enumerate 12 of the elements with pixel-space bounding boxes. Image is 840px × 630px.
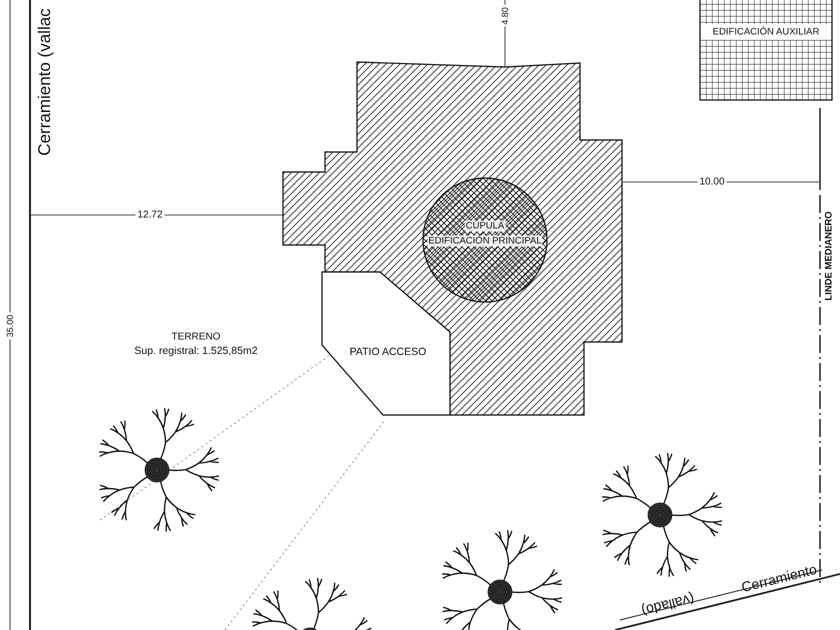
dimension-label: 35.00 [5, 312, 15, 340]
building-label: EDIFICACIÓN AUXILIAR [712, 26, 820, 38]
fence-label: Cerramiento (vallac [35, 8, 55, 156]
cupola-label: CÚPULA [464, 220, 506, 232]
dimension-label: 4.80 [500, 5, 510, 27]
building-label: EDIFICACIÓN PRINCIPAL [427, 236, 543, 246]
patio-label: PATIO ACCESO [350, 346, 426, 358]
area-label: Sup. registral: 1.525,85m2 [134, 345, 258, 357]
dimension-label: 10.00 [697, 176, 727, 188]
dimension-label: 12.72 [135, 210, 165, 220]
land-label: TERRENO [172, 332, 220, 342]
boundary-label: LINDE MEDIANERO [824, 209, 834, 303]
